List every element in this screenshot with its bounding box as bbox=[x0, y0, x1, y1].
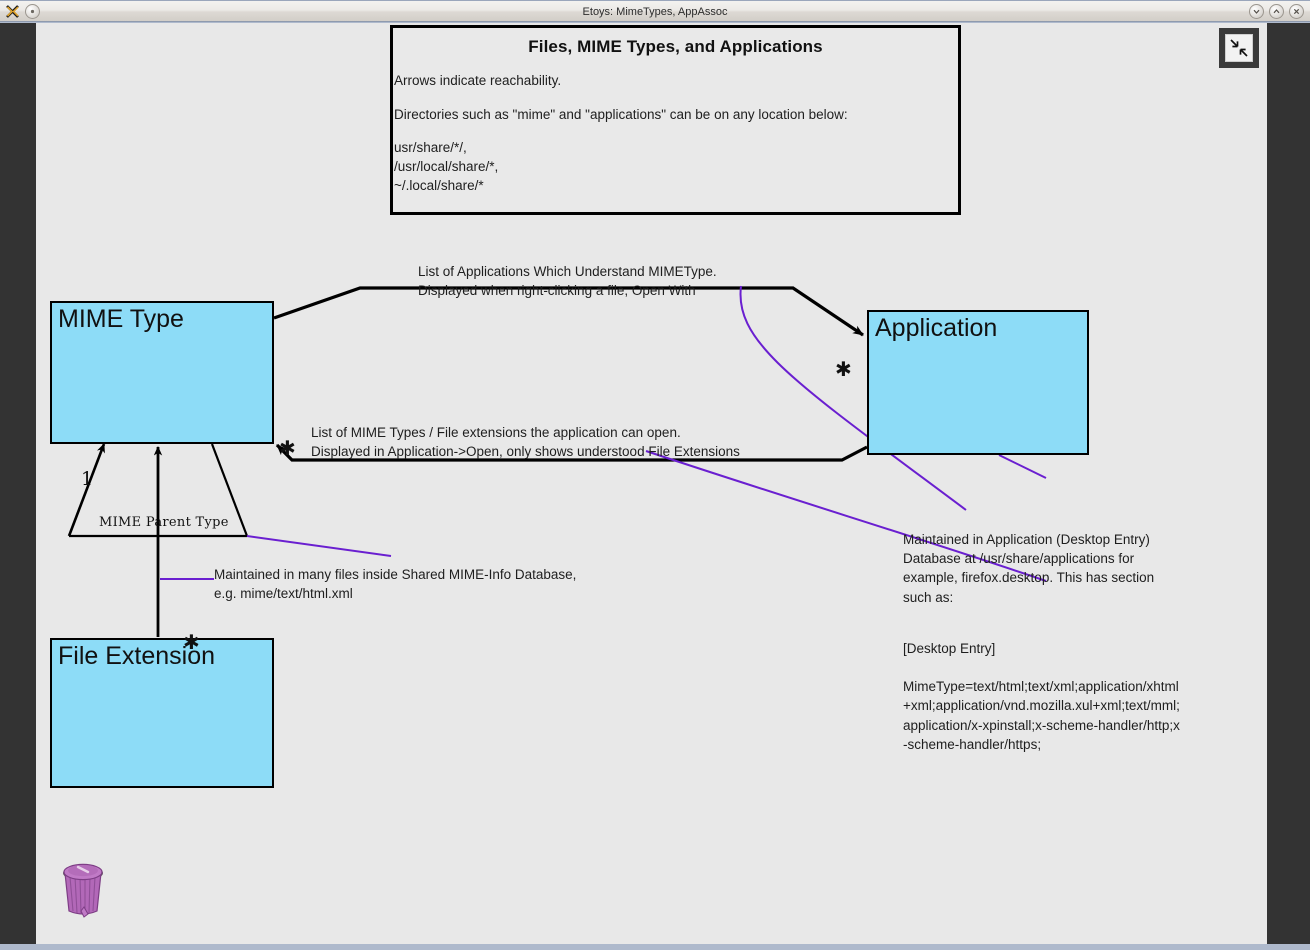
annotation-mime-types-application-can-open: List of MIME Types / File extensions the… bbox=[311, 425, 740, 459]
parent-trapezoid-left-edge bbox=[67, 443, 106, 537]
edge-mimetype-to-application bbox=[273, 286, 864, 337]
etoys-world: Files, MIME Types, and Applications Arro… bbox=[0, 23, 1310, 944]
multiplicity-application: ✱ bbox=[835, 357, 852, 381]
annotation-desktop-entry-database: Maintained in Application (Desktop Entry… bbox=[903, 511, 1181, 773]
edge-application-to-mimetype bbox=[275, 443, 868, 462]
multiplicity-file-extension: ✱ bbox=[183, 630, 200, 654]
class-box-application-label: Application bbox=[875, 314, 998, 342]
diagram-canvas[interactable]: Files, MIME Types, and Applications Arro… bbox=[36, 23, 1267, 944]
window-menu-icon[interactable] bbox=[25, 3, 40, 19]
annotation-desktop-entry-intro: Maintained in Application (Desktop Entry… bbox=[903, 532, 1155, 605]
etoys-logo-icon bbox=[4, 3, 21, 19]
connector-layer bbox=[67, 285, 1047, 637]
window-title: Etoys: MimeTypes, AppAssoc bbox=[582, 6, 728, 18]
title-bar-left-controls bbox=[0, 3, 40, 19]
close-icon[interactable] bbox=[1289, 3, 1304, 19]
maximize-icon[interactable] bbox=[1269, 3, 1284, 19]
trash-can-icon[interactable] bbox=[54, 857, 112, 919]
header-note-line2: Directories such as "mime" and "applicat… bbox=[394, 106, 848, 122]
callout-line-application-box bbox=[998, 454, 1047, 479]
multiplicity-parent-one: 1 bbox=[81, 468, 94, 490]
class-box-application[interactable]: Application bbox=[867, 310, 1089, 455]
class-box-mime-type[interactable]: MIME Type bbox=[50, 301, 274, 444]
class-box-file-extension[interactable]: File Extension bbox=[50, 638, 274, 788]
class-box-mime-type-label: MIME Type bbox=[58, 305, 184, 333]
header-note-paths: usr/share/*/, /usr/local/share/*, ~/.loc… bbox=[394, 140, 499, 194]
annotation-desktop-entry-header: [Desktop Entry] bbox=[903, 640, 996, 656]
collapse-world-button[interactable] bbox=[1219, 28, 1259, 68]
annotation-desktop-entry-mimetype: MimeType=text/html;text/xml;application/… bbox=[903, 679, 1180, 752]
header-note[interactable]: Files, MIME Types, and Applications Arro… bbox=[390, 25, 961, 215]
annotation-apps-understand-mimetype: List of Applications Which Understand MI… bbox=[418, 264, 717, 298]
header-note-title: Files, MIME Types, and Applications bbox=[528, 37, 823, 56]
header-note-line1: Arrows indicate reachability. bbox=[394, 73, 562, 88]
label-mime-parent-type: MIME Parent Type bbox=[99, 515, 229, 530]
parent-trapezoid-right-edge bbox=[210, 443, 249, 537]
annotation-shared-mime-info-database: Maintained in many files inside Shared M… bbox=[214, 567, 577, 601]
class-box-file-extension-label: File Extension bbox=[58, 642, 216, 670]
title-bar-window-buttons bbox=[1249, 3, 1310, 19]
callout-line-desktop-entry-a bbox=[739, 285, 967, 511]
multiplicity-mime-type: ✱ bbox=[279, 436, 296, 460]
callout-line-desktop-entry-b bbox=[645, 450, 1047, 582]
window-title-bar: Etoys: MimeTypes, AppAssoc bbox=[0, 0, 1310, 22]
minimize-icon[interactable] bbox=[1249, 3, 1264, 19]
callout-line-shared-mime-db-a bbox=[246, 535, 392, 557]
collapse-arrows-icon bbox=[1225, 34, 1253, 62]
header-note-body: Arrows indicate reachability. Directorie… bbox=[393, 71, 958, 196]
annotation-spacer bbox=[903, 607, 1181, 620]
